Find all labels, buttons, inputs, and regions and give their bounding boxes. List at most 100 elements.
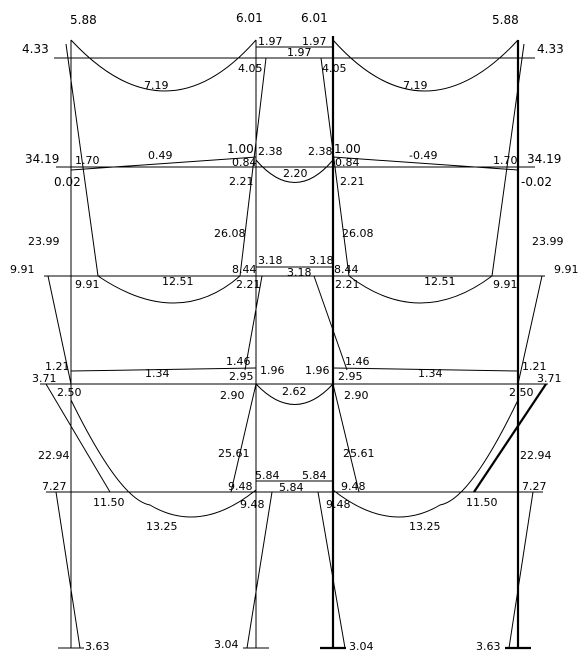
label-f4-left-end: 9.91 — [10, 263, 35, 276]
label-f3-inner-right: 2.95 — [338, 370, 363, 383]
label-roof-left-span: 7.19 — [144, 79, 169, 92]
left-col-diagonal-base — [55, 491, 81, 649]
label-f4-col-left: 2.21 — [236, 278, 261, 291]
inner-left-diagonal-mid — [244, 275, 263, 371]
label-base-center-left: 3.04 — [214, 638, 239, 651]
label-roof-center-mid: 1.97 — [287, 46, 312, 59]
label-f5-inner-left-mid: 0.84 — [232, 156, 257, 169]
label-roof-left-end: 4.33 — [22, 42, 49, 56]
label-f3-inner-right-top: 1.46 — [345, 355, 370, 368]
left-col-diagonal-low — [45, 383, 111, 493]
label-f5-left-end: 34.19 — [25, 152, 59, 166]
floor5-right-moment — [332, 156, 519, 171]
label-roof-col-left: 4.05 — [238, 62, 263, 75]
label-f4-left-beam: 9.91 — [75, 278, 100, 291]
label-f5-col-left: 2.21 — [229, 175, 254, 188]
label-f2-inner-left: 9.48 — [228, 480, 253, 493]
roof-left-span-curve — [70, 39, 257, 92]
floor5-left-moment — [70, 156, 257, 171]
label-f2-right-end: 7.27 — [522, 480, 547, 493]
floor2-right-span-curve — [332, 399, 519, 518]
label-f5-right-end: 34.19 — [527, 152, 561, 166]
label-f2-center-mid: 5.84 — [279, 481, 304, 494]
left-col-diagonal-top — [65, 43, 99, 277]
label-f3-col-left: 2.90 — [220, 389, 245, 402]
floor3-left-moment — [70, 367, 257, 372]
label-f2-right-beam: 11.50 — [466, 496, 498, 509]
label-f4-left-span: 12.51 — [162, 275, 194, 288]
inner-right-diagonal-low — [332, 383, 360, 493]
label-top-center-right: 6.01 — [301, 11, 328, 25]
label-f3-inner-left-top: 1.46 — [226, 355, 251, 368]
label-f5-left-span: 0.49 — [148, 149, 173, 162]
label-f5-right-span: -0.49 — [409, 149, 437, 162]
floor2-left-span-curve — [70, 399, 257, 518]
moment-labels: 5.88 6.01 6.01 5.88 4.33 4.33 7.19 7.19 … — [10, 11, 579, 653]
label-f4-right-span: 12.51 — [424, 275, 456, 288]
label-top-center-left: 6.01 — [236, 11, 263, 25]
label-top-right: 5.88 — [492, 13, 519, 27]
label-f2-center-right: 5.84 — [302, 469, 327, 482]
left-col-diagonal-mid — [47, 275, 72, 385]
label-f2-inner-left-col: 25.61 — [218, 447, 250, 460]
label-roof-center-top-right: 1.97 — [302, 35, 327, 48]
label-f2-left-span: 13.25 — [146, 520, 178, 533]
moment-curves — [45, 39, 547, 649]
floor3-right-moment — [332, 367, 519, 372]
label-f2-col-left: 9.48 — [240, 498, 265, 511]
label-f5-inner-left-top: 1.00 — [227, 142, 254, 156]
label-f5-center-left: 2.38 — [258, 145, 283, 158]
right-col-diagonal-top — [491, 43, 525, 277]
inner-right-diagonal-mid — [313, 275, 348, 371]
label-f3-left-beam: 2.50 — [57, 386, 82, 399]
label-f5-right-beam-end: 1.70 — [493, 154, 518, 167]
label-f2-center-left: 5.84 — [255, 469, 280, 482]
floor4-right-span-curve — [348, 275, 493, 304]
label-f2-left-end: 7.27 — [42, 480, 67, 493]
label-roof-right-end: 4.33 — [537, 42, 564, 56]
label-f3-center-left: 1.96 — [260, 364, 285, 377]
label-f5-inner-right-mid: 0.84 — [335, 156, 360, 169]
inner-right-diagonal-top — [320, 57, 350, 277]
right-col-diagonal-mid — [517, 275, 543, 385]
label-base-center-right: 3.04 — [349, 640, 374, 653]
label-f5-right-below: -0.02 — [521, 175, 552, 189]
label-f5-center-right: 2.38 — [308, 145, 333, 158]
label-roof-col-right: 4.05 — [322, 62, 347, 75]
label-f4-center-left: 3.18 — [258, 254, 283, 267]
label-f4-right-col: 23.99 — [532, 235, 564, 248]
right-col-diagonal-base — [508, 491, 534, 649]
label-f3-center-mid: 2.62 — [282, 385, 307, 398]
label-f2-col-right: 9.48 — [326, 498, 351, 511]
label-f4-inner-right: 8.44 — [334, 263, 359, 276]
label-f5-inner-right-top: 1.00 — [334, 142, 361, 156]
label-f3-right-beam: 2.50 — [509, 386, 534, 399]
label-base-left: 3.63 — [85, 640, 110, 653]
label-f4-inner-right-col: 26.08 — [342, 227, 374, 240]
label-f3-center-right: 1.96 — [305, 364, 330, 377]
label-f2-right-col: 22.94 — [520, 449, 552, 462]
frame-columns — [58, 36, 531, 650]
label-top-left: 5.88 — [70, 13, 97, 27]
label-f3-right-span: 1.34 — [418, 367, 443, 380]
label-f3-right-under: 3.71 — [537, 372, 562, 385]
label-f4-right-beam: 9.91 — [493, 278, 518, 291]
floor4-left-span-curve — [97, 275, 241, 304]
label-base-right: 3.63 — [476, 640, 501, 653]
label-f4-center-mid: 3.18 — [287, 266, 312, 279]
label-roof-center-top-left: 1.97 — [258, 35, 283, 48]
label-f4-left-col: 23.99 — [28, 235, 60, 248]
right-col-diagonal-low — [473, 383, 547, 493]
label-f4-inner-left-col: 26.08 — [214, 227, 246, 240]
label-f4-inner-left: 8.44 — [232, 263, 257, 276]
label-f5-col-right: 2.21 — [340, 175, 365, 188]
label-f3-left-under: 3.71 — [32, 372, 57, 385]
label-f2-right-span: 13.25 — [409, 520, 441, 533]
label-f3-left-end: 1.21 — [45, 360, 70, 373]
label-f2-left-col: 22.94 — [38, 449, 70, 462]
inner-left-diagonal-base — [246, 491, 273, 649]
label-f3-col-right: 2.90 — [344, 389, 369, 402]
label-f3-inner-left: 2.95 — [229, 370, 254, 383]
inner-right-diagonal-base — [317, 491, 346, 649]
